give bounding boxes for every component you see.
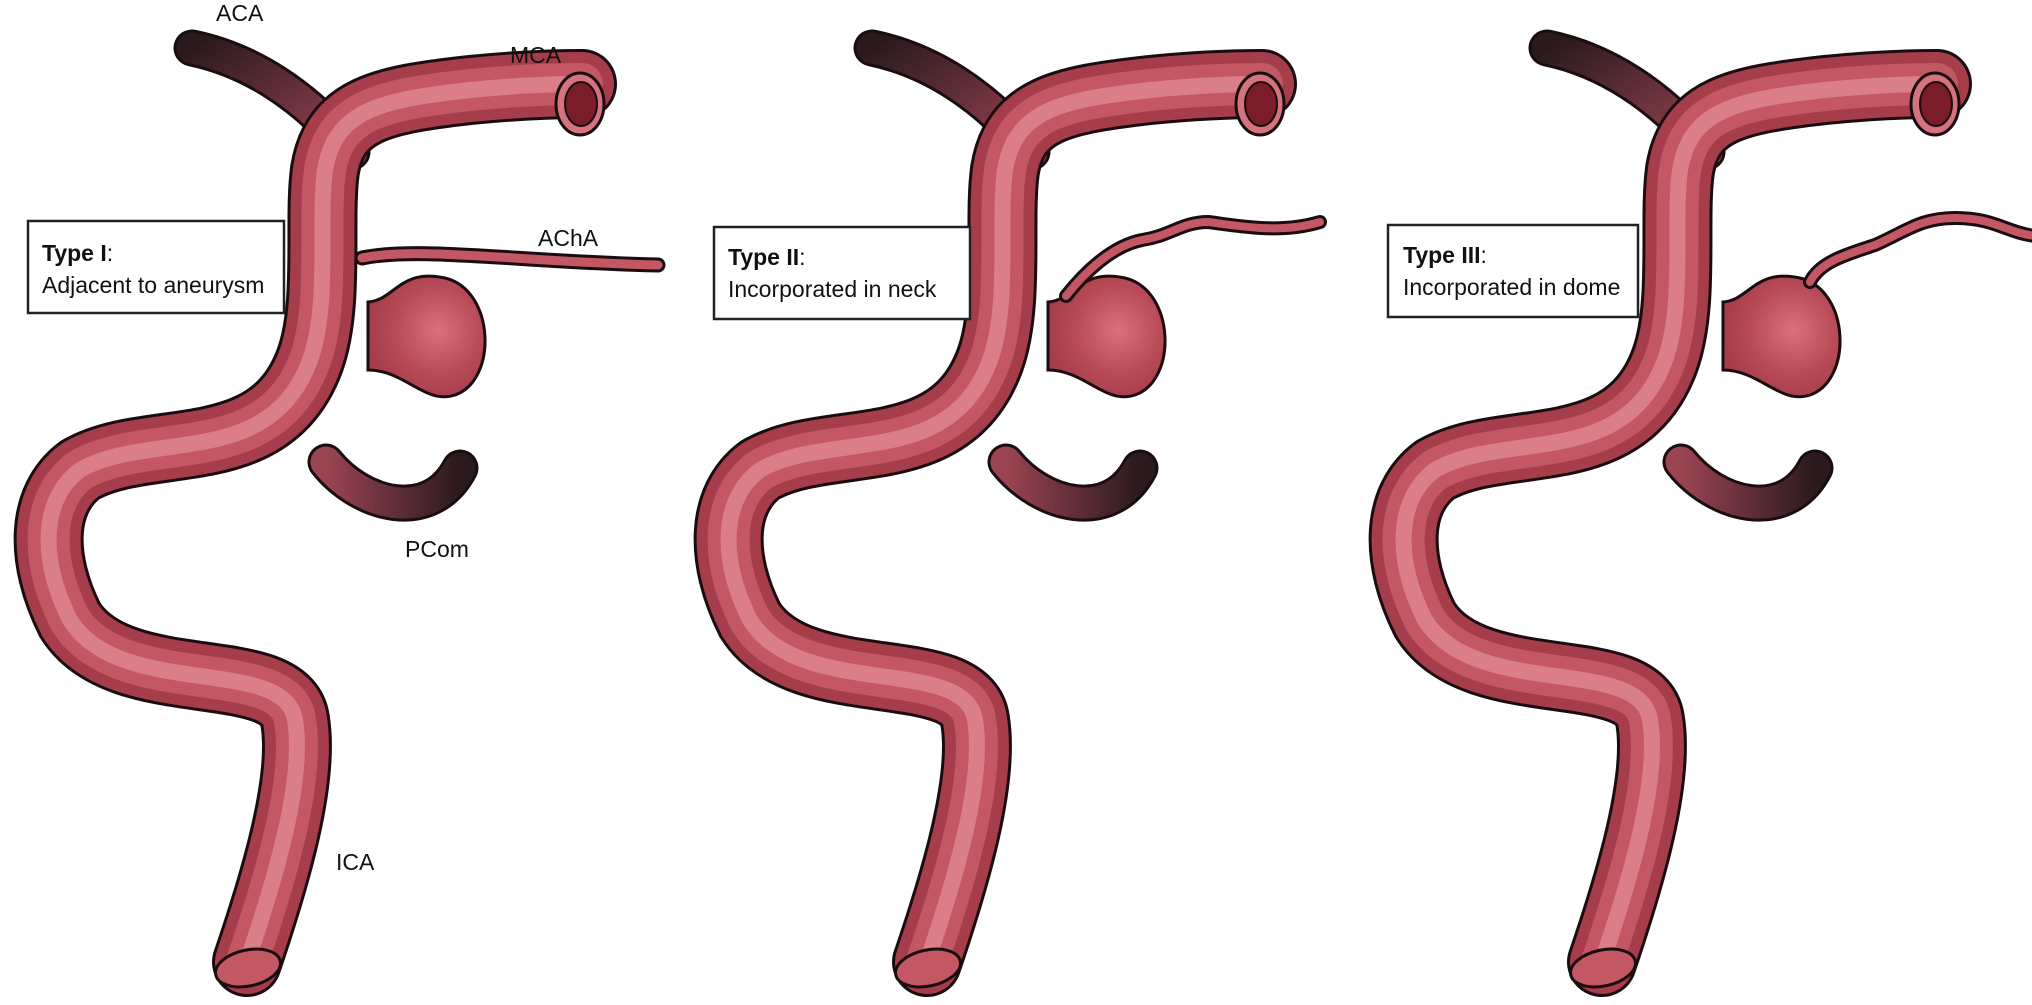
label-aca: ACA (216, 0, 264, 26)
svg-text:Type I:: Type I: (42, 240, 113, 266)
type-title-2: Type II (728, 244, 799, 270)
panel-type-1: ACA MCA AChA PCom ICA Type I: Adjacent t… (26, 0, 666, 992)
panel-type-2: Type II: Incorporated in neck (712, 48, 1327, 992)
type-colon-1: : (107, 240, 113, 266)
vessel-artery-tube-1 (49, 48, 604, 992)
aneurysm-sac-icon (1721, 274, 1842, 399)
vessel-artery-tube-3 (1404, 48, 1959, 992)
label-pcom: PCom (405, 536, 469, 562)
type-box-3 (1386, 223, 1640, 319)
vessel-artery-tube-2 (729, 48, 1284, 992)
type-colon-2: : (799, 244, 805, 270)
svg-text:Type II:: Type II: (728, 244, 806, 270)
type-title-3: Type III (1403, 242, 1481, 268)
panel-type-3: Type III: Incorporated in dome (1388, 48, 2032, 992)
type-box-2 (712, 225, 972, 321)
aneurysm-sac-icon (366, 274, 487, 399)
type-desc-1: Adjacent to aneurysm (42, 272, 264, 298)
type-box-1 (26, 219, 286, 315)
label-ica: ICA (336, 849, 375, 875)
svg-text:Type III:: Type III: (1403, 242, 1487, 268)
type-title-1: Type I (42, 240, 107, 266)
type-desc-2: Incorporated in neck (728, 276, 937, 302)
label-acha: AChA (538, 225, 599, 251)
label-mca: MCA (510, 42, 562, 68)
type-desc-3: Incorporated in dome (1403, 274, 1620, 300)
type-colon-3: : (1481, 242, 1487, 268)
